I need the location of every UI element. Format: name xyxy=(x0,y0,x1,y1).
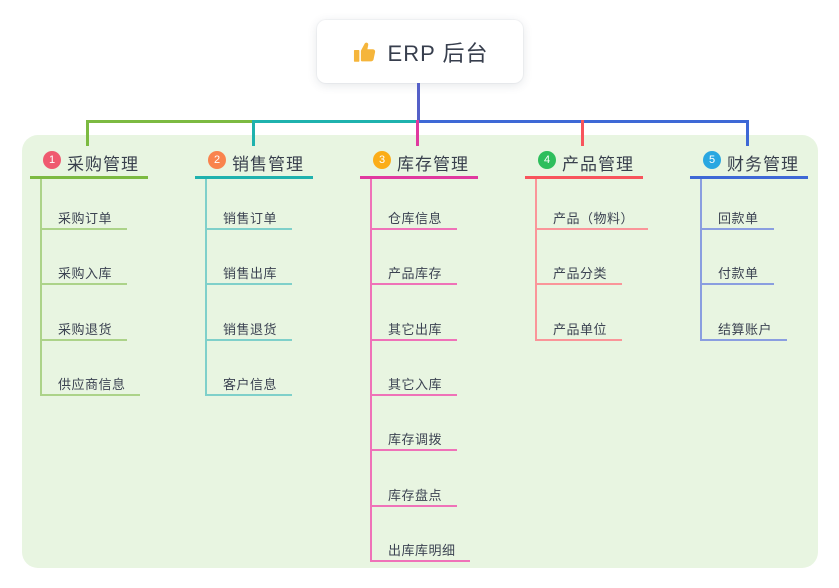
child-node-5-3[interactable]: 结算账户 xyxy=(718,322,773,337)
thumbs-up-icon xyxy=(352,39,378,65)
branch-3-child-rail xyxy=(370,179,372,562)
drop-connector-branch-4 xyxy=(581,120,584,146)
child-node-3-6-underline xyxy=(370,505,457,507)
child-node-5-3-underline xyxy=(700,339,787,341)
child-node-2-3[interactable]: 销售退货 xyxy=(223,322,278,337)
child-node-1-1-underline xyxy=(40,228,127,230)
child-node-4-2-underline xyxy=(535,283,622,285)
child-node-4-1[interactable]: 产品（物料） xyxy=(553,211,635,226)
branch-node-3[interactable]: 库存管理 xyxy=(397,155,469,174)
child-node-5-1-underline xyxy=(700,228,774,230)
child-node-3-2[interactable]: 产品库存 xyxy=(388,266,443,281)
child-node-5-2[interactable]: 付款单 xyxy=(718,266,759,281)
branch-node-5[interactable]: 财务管理 xyxy=(727,155,799,174)
child-node-1-2[interactable]: 采购入库 xyxy=(58,266,113,281)
child-node-3-6[interactable]: 库存盘点 xyxy=(388,488,443,503)
drop-connector-branch-5 xyxy=(746,120,749,146)
branch-node-2[interactable]: 销售管理 xyxy=(232,155,304,174)
rail-segment-branch-2 xyxy=(252,120,419,123)
child-node-2-2[interactable]: 销售出库 xyxy=(223,266,278,281)
child-node-3-7[interactable]: 出库库明细 xyxy=(388,543,456,558)
branch-1-underline xyxy=(30,176,148,179)
root-node-label: ERP 后台 xyxy=(387,40,489,66)
child-node-3-1-underline xyxy=(370,228,457,230)
child-node-4-1-underline xyxy=(535,228,648,230)
branch-node-4[interactable]: 产品管理 xyxy=(562,155,634,174)
drop-connector-branch-2 xyxy=(252,120,255,146)
child-node-2-1-underline xyxy=(205,228,292,230)
branch-2-number-badge: 2 xyxy=(208,151,226,169)
branch-5-number-badge: 5 xyxy=(703,151,721,169)
child-node-2-4[interactable]: 客户信息 xyxy=(223,377,278,392)
child-node-5-1[interactable]: 回款单 xyxy=(718,211,759,226)
child-node-4-2[interactable]: 产品分类 xyxy=(553,266,608,281)
child-node-3-5-underline xyxy=(370,449,457,451)
rail-segment-branch-1 xyxy=(86,120,254,123)
child-node-3-7-underline xyxy=(370,560,470,562)
child-node-2-1[interactable]: 销售订单 xyxy=(223,211,278,226)
branch-3-number-badge: 3 xyxy=(373,151,391,169)
drop-connector-branch-1 xyxy=(86,120,89,146)
branch-1-number-badge: 1 xyxy=(43,151,61,169)
child-node-1-4-underline xyxy=(40,394,140,396)
branch-4-child-rail xyxy=(535,179,537,341)
child-node-1-3-underline xyxy=(40,339,127,341)
child-node-1-1[interactable]: 采购订单 xyxy=(58,211,113,226)
branches-panel xyxy=(22,135,818,568)
child-node-1-3[interactable]: 采购退货 xyxy=(58,322,113,337)
branch-4-number-badge: 4 xyxy=(538,151,556,169)
branch-5-underline xyxy=(690,176,808,179)
child-node-3-2-underline xyxy=(370,283,457,285)
child-node-2-2-underline xyxy=(205,283,292,285)
child-node-3-1[interactable]: 仓库信息 xyxy=(388,211,443,226)
child-node-2-4-underline xyxy=(205,394,292,396)
child-node-5-2-underline xyxy=(700,283,774,285)
child-node-4-3-underline xyxy=(535,339,622,341)
branch-5-child-rail xyxy=(700,179,702,341)
branch-node-1[interactable]: 采购管理 xyxy=(67,155,139,174)
root-connector-stem xyxy=(417,83,420,122)
branch-3-underline xyxy=(360,176,478,179)
root-node[interactable]: ERP 后台 xyxy=(317,20,523,83)
branch-1-child-rail xyxy=(40,179,42,396)
child-node-3-3-underline xyxy=(370,339,457,341)
branch-2-underline xyxy=(195,176,313,179)
child-node-1-4[interactable]: 供应商信息 xyxy=(58,377,126,392)
branch-2-child-rail xyxy=(205,179,207,396)
drop-connector-branch-3 xyxy=(416,120,419,146)
branch-4-underline xyxy=(525,176,643,179)
child-node-2-3-underline xyxy=(205,339,292,341)
child-node-4-3[interactable]: 产品单位 xyxy=(553,322,608,337)
child-node-3-4-underline xyxy=(370,394,457,396)
child-node-3-4[interactable]: 其它入库 xyxy=(388,377,443,392)
child-node-3-5[interactable]: 库存调拨 xyxy=(388,432,443,447)
child-node-1-2-underline xyxy=(40,283,127,285)
child-node-3-3[interactable]: 其它出库 xyxy=(388,322,443,337)
